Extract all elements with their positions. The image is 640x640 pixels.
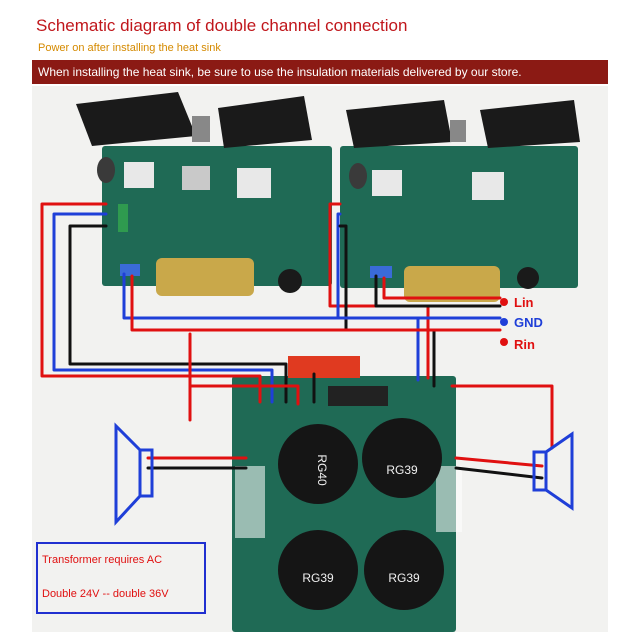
warning-banner-text: When installing the heat sink, be sure t… <box>38 65 522 79</box>
speaker-right-icon <box>532 431 574 511</box>
right-amplifier-board <box>340 100 580 302</box>
input-label-rin: Rin <box>514 337 535 352</box>
input-label-lin: Lin <box>514 295 534 310</box>
signal-wires <box>122 272 502 332</box>
transformer-note-line1: Transformer requires AC <box>42 554 163 566</box>
input-terminal-gnd <box>500 318 508 326</box>
speaker-left-icon <box>114 422 154 526</box>
wiring-diagram-photo: RG40 RG39 RG39 RG39 Lin GND Rin <box>32 86 608 632</box>
capacitor-label-bottom-right: RG39 <box>388 571 420 585</box>
capacitor-label-top-left: RG40 <box>315 454 329 486</box>
capacitor-label-bottom-left: RG39 <box>302 571 334 585</box>
warning-banner: When installing the heat sink, be sure t… <box>32 60 608 84</box>
capacitor-label-top-right: RG39 <box>386 463 418 477</box>
transformer-note: Transformer requires AC Double 24V -- do… <box>36 542 206 614</box>
input-terminal-rin <box>500 338 508 346</box>
transformer-note-line2: Double 24V -- double 36V <box>42 588 169 600</box>
input-terminal-lin <box>500 298 508 306</box>
page-subtitle: Power on after installing the heat sink <box>38 42 221 54</box>
input-label-gnd: GND <box>514 315 543 330</box>
page-title: Schematic diagram of double channel conn… <box>36 16 408 35</box>
left-amplifier-board <box>76 92 332 296</box>
speaker-wires <box>146 384 554 480</box>
filter-capacitors: RG40 RG39 RG39 RG39 <box>278 418 444 610</box>
